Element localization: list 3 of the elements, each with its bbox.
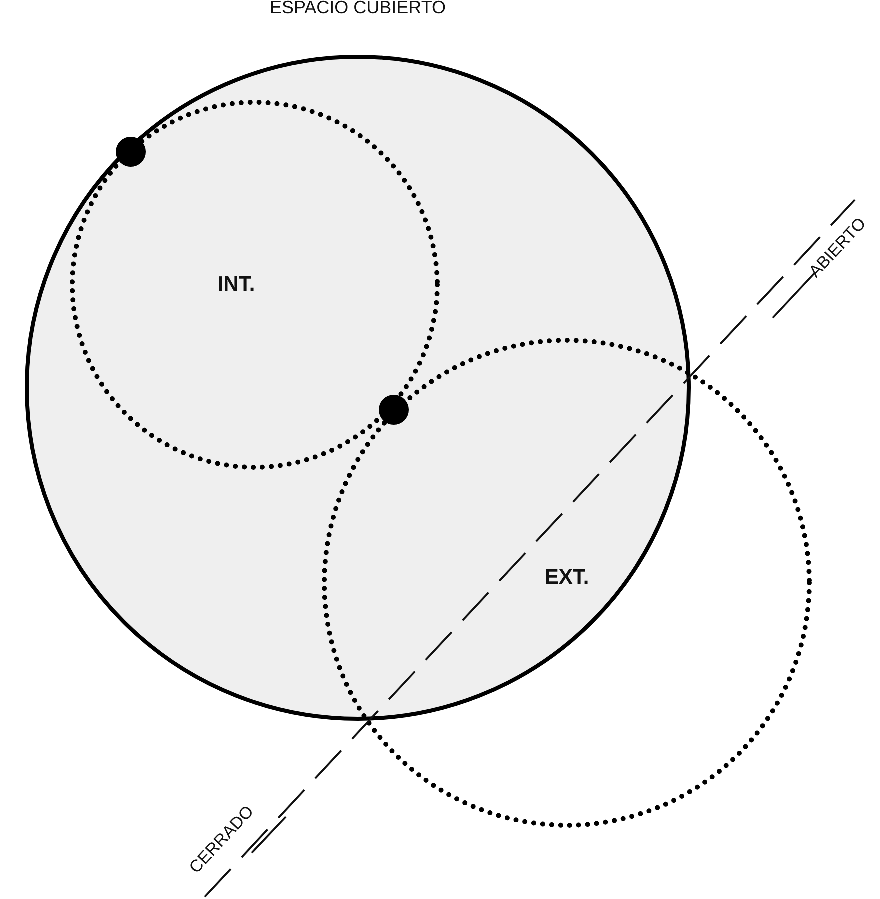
circle-label: INT. bbox=[218, 273, 256, 297]
circle-label: EXT. bbox=[544, 566, 590, 590]
circle-label: ESPACIO CUBIERTO bbox=[270, 0, 446, 19]
